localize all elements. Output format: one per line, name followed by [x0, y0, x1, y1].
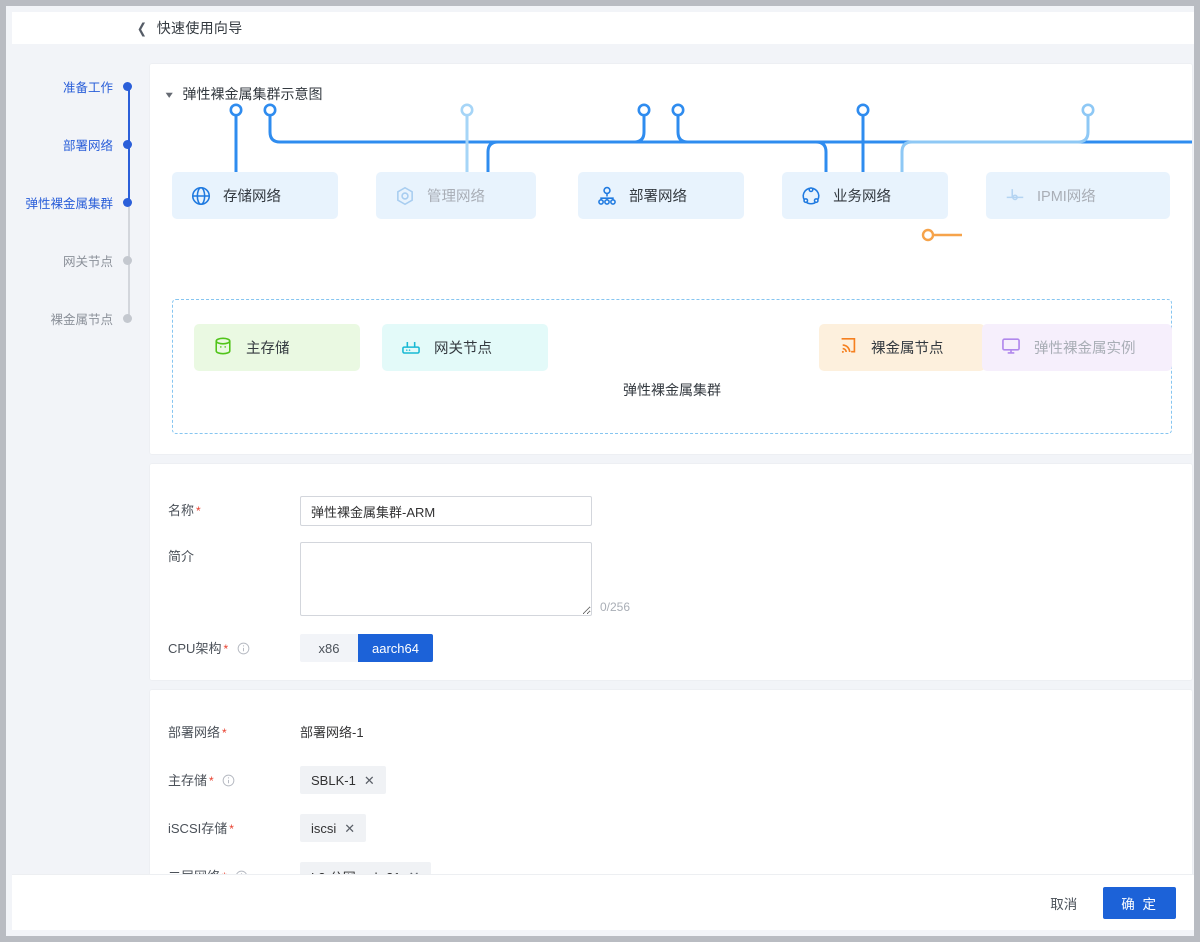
- sidebar-item-bare-metal-node[interactable]: 裸金属节点: [50, 309, 132, 328]
- network-label: IPMI网络: [1037, 189, 1096, 205]
- form-row-primary-storage: 主存储* SBLK-1 ✕: [150, 766, 386, 798]
- cloud-node-icon: [800, 185, 822, 207]
- network-label: 存储网络: [223, 189, 281, 205]
- chevron-left-icon: ❮: [136, 20, 147, 36]
- primary-storage-label: 主存储*: [150, 766, 300, 798]
- sidebar-item-deploy-network[interactable]: 部署网络: [63, 135, 132, 154]
- confirm-button[interactable]: 确 定: [1103, 886, 1176, 919]
- required-marker: *: [223, 642, 229, 656]
- name-input[interactable]: [300, 496, 592, 526]
- node-label: 网关节点: [434, 341, 492, 357]
- cancel-button[interactable]: 取消: [1050, 896, 1078, 912]
- gear-icon: [394, 185, 416, 207]
- router-icon: [400, 335, 422, 360]
- step-connector-2: [127, 146, 130, 204]
- form-row-deploy-network: 部署网络* 部署网络-1: [150, 718, 364, 748]
- network-label: 业务网络: [833, 189, 891, 205]
- monitor-icon: [1000, 335, 1022, 360]
- cpu-arch-option-aarch64[interactable]: aarch64: [358, 634, 433, 662]
- step-rail: 准备工作 部署网络 弹性裸金属集群 网关节点 裸金属节点: [12, 44, 142, 936]
- network-box-ipmi[interactable]: IPMI网络: [986, 172, 1170, 219]
- cluster-caption: 弹性裸金属集群: [623, 382, 721, 398]
- required-marker: *: [209, 774, 214, 788]
- name-label: 名称*: [168, 503, 201, 518]
- description-textarea[interactable]: [300, 542, 592, 616]
- iscsi-storage-tag[interactable]: iscsi ✕: [300, 814, 367, 842]
- database-icon: [212, 335, 234, 360]
- tag-label: SBLK-1: [311, 772, 356, 788]
- step-dot-icon: [123, 256, 132, 265]
- cpu-arch-option-x86[interactable]: x86: [300, 634, 358, 662]
- basic-info-card: 名称* 简介 0/256 CPU架构*: [150, 464, 1192, 680]
- step-dot-icon: [123, 140, 132, 149]
- iscsi-storage-label: iSCSI存储*: [168, 821, 234, 836]
- close-icon[interactable]: ✕: [363, 772, 375, 788]
- description-label: 简介: [168, 549, 195, 564]
- node-label: 主存储: [246, 341, 290, 357]
- signal-icon: [837, 335, 859, 360]
- section-title: 弹性裸金属集群示意图: [182, 86, 323, 102]
- step-dot-icon: [123, 198, 132, 207]
- close-icon[interactable]: ✕: [344, 820, 356, 836]
- cpu-arch-segmented-control[interactable]: x86 aarch64: [300, 634, 433, 662]
- form-row-description: 简介 0/256: [150, 542, 630, 616]
- info-circle-icon[interactable]: [237, 636, 250, 666]
- diagram-section-header[interactable]: ▾ 弹性裸金属集群示意图: [150, 64, 1192, 104]
- form-row-iscsi-storage: iSCSI存储* iscsi ✕: [150, 814, 367, 844]
- network-label: 管理网络: [427, 189, 485, 205]
- step-dot-icon: [123, 314, 132, 323]
- top-header: ❮ 快速使用向导: [12, 12, 1194, 44]
- sitemap-icon: [596, 185, 618, 207]
- node-label: 裸金属节点: [871, 341, 944, 357]
- network-label: 部署网络: [629, 189, 687, 205]
- page-body: 准备工作 部署网络 弹性裸金属集群 网关节点 裸金属节点: [12, 44, 1194, 936]
- form-row-name: 名称*: [150, 496, 592, 526]
- deploy-network-label: 部署网络*: [168, 725, 227, 740]
- diagram-card: ▾ 弹性裸金属集群示意图: [150, 64, 1192, 454]
- footer-bar: 取消 确 定: [12, 874, 1194, 930]
- node-label: 弹性裸金属实例: [1034, 341, 1136, 357]
- step-label: 准备工作: [62, 81, 113, 95]
- node-box-bare-metal[interactable]: 裸金属节点: [819, 324, 985, 371]
- node-box-elastic-instance[interactable]: 弹性裸金属实例: [982, 324, 1172, 371]
- info-circle-icon[interactable]: [222, 768, 235, 798]
- required-marker: *: [222, 726, 227, 740]
- required-marker: *: [229, 822, 234, 836]
- globe-icon: [190, 185, 212, 207]
- step-label: 网关节点: [62, 255, 113, 269]
- step-label: 裸金属节点: [50, 313, 113, 327]
- network-box-management[interactable]: 管理网络: [376, 172, 536, 219]
- deploy-network-value: 部署网络-1: [300, 725, 364, 740]
- network-box-business[interactable]: 业务网络: [782, 172, 948, 219]
- page-title: 快速使用向导: [156, 20, 243, 36]
- primary-storage-tag[interactable]: SBLK-1 ✕: [300, 766, 386, 794]
- step-label: 弹性裸金属集群: [25, 197, 113, 211]
- node-box-gateway[interactable]: 网关节点: [382, 324, 548, 371]
- chevron-down-icon: ▾: [165, 88, 173, 100]
- step-label: 部署网络: [62, 139, 113, 153]
- sidebar-item-bare-metal-cluster[interactable]: 弹性裸金属集群: [25, 193, 132, 212]
- cpu-arch-label: CPU架构*: [150, 634, 300, 666]
- tag-label: iscsi: [311, 820, 337, 836]
- node-box-primary-storage[interactable]: 主存储: [194, 324, 360, 371]
- required-marker: *: [196, 504, 201, 518]
- form-row-cpu-arch: CPU架构* x86 aarch64: [150, 634, 433, 666]
- step-connector-1: [127, 88, 130, 146]
- ipmi-icon: [1004, 185, 1026, 207]
- sidebar-item-gateway-node[interactable]: 网关节点: [63, 251, 132, 270]
- step-connector-3: [127, 204, 130, 262]
- char-counter: 0/256: [600, 600, 631, 614]
- back-button[interactable]: ❮ 快速使用向导: [136, 18, 243, 38]
- step-dot-icon: [123, 82, 132, 91]
- network-box-storage[interactable]: 存储网络: [172, 172, 338, 219]
- step-connector-4: [127, 262, 130, 320]
- sidebar-item-prepare[interactable]: 准备工作: [63, 77, 132, 96]
- network-box-deploy[interactable]: 部署网络: [578, 172, 744, 219]
